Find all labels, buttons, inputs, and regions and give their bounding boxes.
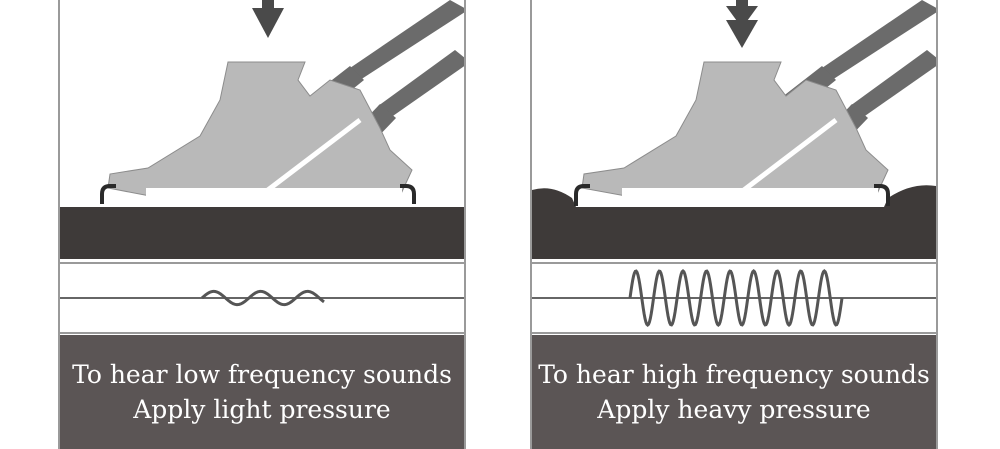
stethoscope-diagram-light — [60, 0, 464, 334]
chestpiece — [581, 61, 889, 197]
panel-high-frequency: To hear high frequency sounds Apply heav… — [530, 0, 938, 449]
caption-line-1: To hear low frequency sounds — [72, 360, 452, 389]
caption-line-2: Apply heavy pressure — [597, 395, 871, 424]
caption-low-frequency: To hear low frequency sounds Apply light… — [60, 335, 464, 449]
down-arrow-icon — [252, 0, 284, 38]
sound-wave-low — [201, 289, 325, 307]
skin-layer — [532, 185, 936, 259]
rim-left — [574, 184, 590, 206]
caption-line-1: To hear high frequency sounds — [538, 360, 930, 389]
sound-wave-high — [628, 269, 844, 327]
skin-layer — [60, 207, 464, 259]
panel-low-frequency: To hear low frequency sounds Apply light… — [58, 0, 466, 449]
rim-right — [400, 184, 416, 204]
down-arrow-icon — [726, 0, 758, 48]
stethoscope-diagram-heavy — [532, 0, 936, 334]
rim-right — [874, 184, 890, 206]
caption-line-2: Apply light pressure — [133, 395, 391, 424]
caption-high-frequency: To hear high frequency sounds Apply heav… — [532, 335, 936, 449]
chestpiece — [107, 61, 413, 197]
rim-left — [100, 184, 116, 204]
